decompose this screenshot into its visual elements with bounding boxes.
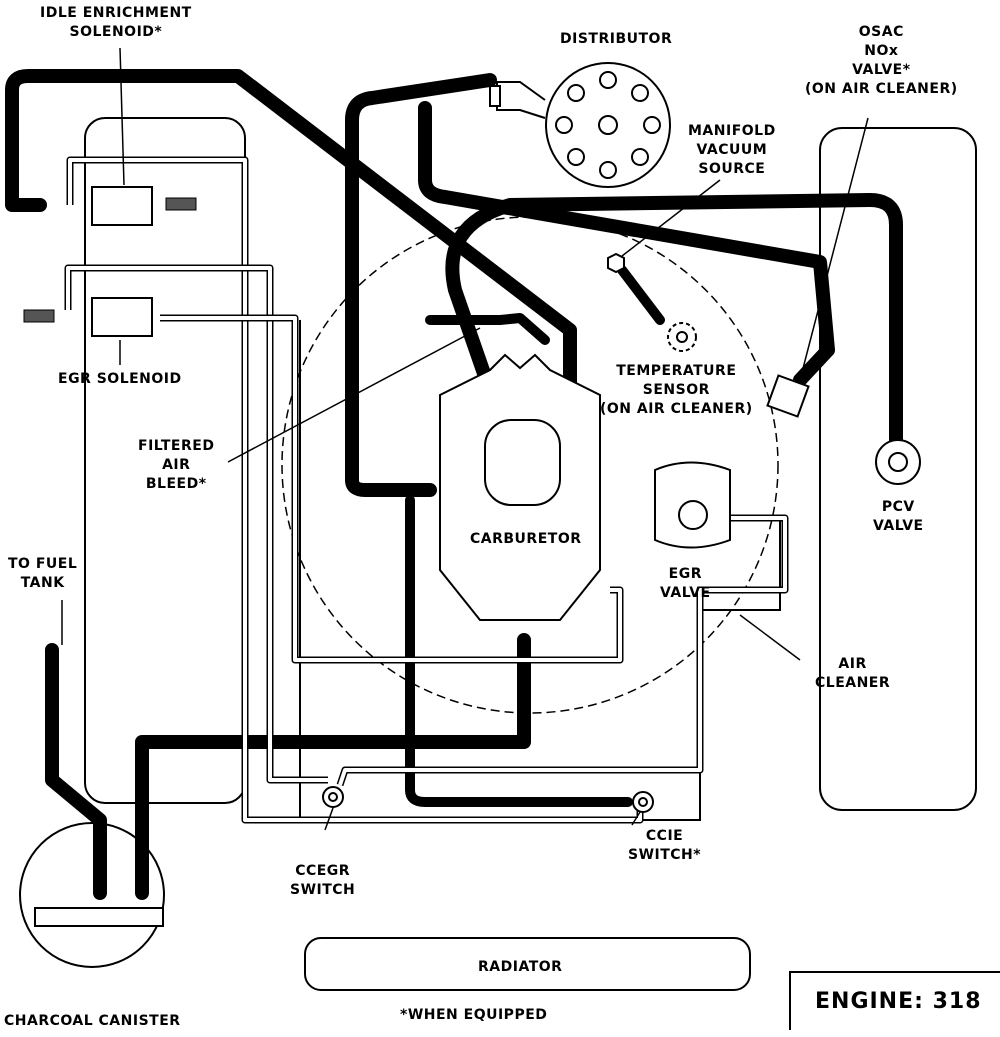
leader-lines <box>61 47 869 831</box>
label-idle-enrichment-solenoid: IDLE ENRICHMENT SOLENOID* <box>40 5 192 40</box>
egr-valve-icon <box>678 500 708 530</box>
label-radiator: RADIATOR <box>478 959 563 975</box>
label-pcv-valve: PCV VALVE <box>873 499 924 534</box>
label-charcoal-canister: CHARCOAL CANISTER <box>4 1013 181 1029</box>
hose-carburetor-top <box>425 313 550 345</box>
hose-temperature-sensor <box>617 265 665 325</box>
label-egr-solenoid: EGR SOLENOID <box>58 371 182 387</box>
idle-solenoid-connector-icon <box>165 197 197 211</box>
engine-label: ENGINE: 318 <box>815 989 982 1014</box>
osac-nox-valve-icon <box>766 374 810 418</box>
hose-distributor <box>345 73 497 497</box>
label-temperature-sensor: TEMPERATURE SENSOR (ON AIR CLEANER) <box>600 363 753 417</box>
footnote-when-equipped: *WHEN EQUIPPED <box>400 1007 548 1023</box>
label-air-cleaner: AIR CLEANER <box>815 656 891 691</box>
label-carburetor: CARBURETOR <box>470 531 582 547</box>
hose-pcv <box>445 193 903 452</box>
hose-distributor-to-osac <box>418 101 835 387</box>
label-filtered-air-bleed: FILTERED AIR BLEED* <box>138 438 215 492</box>
label-egr-valve: EGR VALVE <box>660 566 711 601</box>
label-distributor: DISTRIBUTOR <box>560 31 673 47</box>
charcoal-canister-icon <box>34 907 164 927</box>
egr-solenoid-icon <box>91 297 153 337</box>
hose-canister-purge <box>135 633 531 900</box>
hose-idle-enrichment <box>5 69 577 392</box>
carburetor-bore-icon <box>484 419 561 506</box>
label-manifold-vacuum-source: MANIFOLD VACUUM SOURCE <box>688 123 776 177</box>
charcoal-canister-outline <box>19 822 165 968</box>
egr-solenoid-connector-icon <box>23 309 55 323</box>
manifold-vacuum-source-icon <box>607 252 625 274</box>
radiator-icon <box>304 937 751 991</box>
hose-ccie <box>405 495 633 807</box>
temperature-sensor-icon <box>667 322 697 352</box>
right-engine-bank <box>819 127 977 811</box>
thin-hoses <box>64 156 789 824</box>
distributor-icon <box>489 62 671 188</box>
hose-fuel-tank <box>45 643 107 900</box>
label-to-fuel-tank: TO FUEL TANK <box>8 556 78 591</box>
label-osac-nox-valve: OSAC NOx VALVE* (ON AIR CLEANER) <box>805 24 958 97</box>
engine-box <box>789 971 1000 1030</box>
label-ccegr-switch: CCEGR SWITCH <box>290 863 356 898</box>
idle-enrichment-solenoid-icon <box>91 186 153 226</box>
label-ccie-switch: CCIE SWITCH* <box>628 828 702 863</box>
